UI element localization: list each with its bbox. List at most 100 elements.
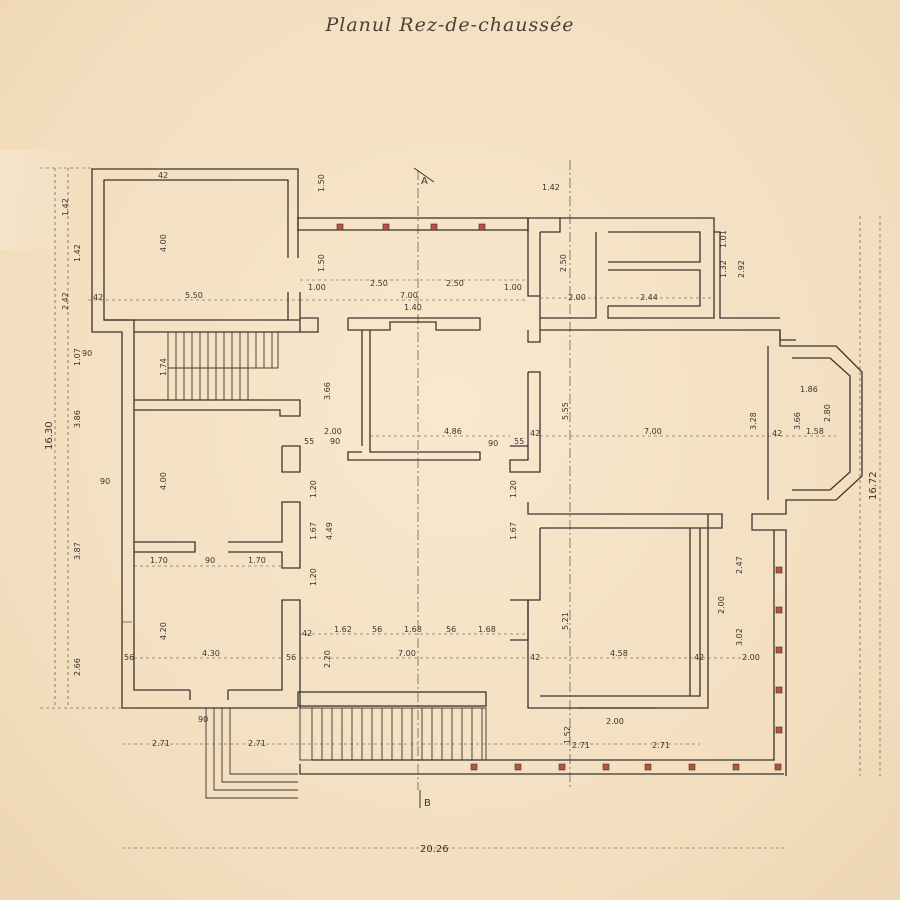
porch-pillar <box>478 223 486 231</box>
wall-service-top <box>528 217 715 319</box>
wall-top-left-inner <box>103 179 289 691</box>
misc-2: 1.50 <box>317 254 326 272</box>
dining-window: 2.00 <box>606 717 624 726</box>
wall-partition-2 <box>134 541 196 553</box>
porch-pillar <box>774 763 782 771</box>
dimension-labels: A B 20.26 16.30 16.72 5.50 4.00 1.74 4.0… <box>44 171 879 855</box>
wall-partition-3 <box>228 501 301 569</box>
bay-inner <box>792 357 851 491</box>
hall-side-a: 2.00 <box>324 427 342 436</box>
dimension-lines <box>40 167 881 849</box>
porch-top-beam <box>297 217 529 231</box>
stairs-front <box>205 707 487 799</box>
service-stairw: 1.42 <box>542 183 560 192</box>
bay-side: 1.86 <box>800 385 818 394</box>
wall-right-frame <box>714 231 780 319</box>
wall-thickness-2: 42 <box>93 293 103 302</box>
right-chain-6: 2.00 <box>717 596 726 614</box>
porch-span: 7.00 <box>400 291 418 300</box>
hall-top-wall <box>300 317 319 333</box>
terrace-block <box>297 691 487 707</box>
top-left-depth: 4.00 <box>159 234 168 252</box>
stair-depth: 1.74 <box>159 358 168 376</box>
wall-salon-bottom <box>527 502 723 697</box>
porch-pillar <box>470 763 478 771</box>
misc-7: 1.67 <box>309 522 318 540</box>
left-chain-7: 2.66 <box>73 658 82 676</box>
section-mark-a: A <box>421 176 428 187</box>
stairs-interior <box>167 331 279 401</box>
wall-partition-4 <box>281 445 301 473</box>
hall-inner <box>347 330 481 461</box>
plan-title: Planul Rez-de-chaussée <box>325 14 575 36</box>
porch-pillar <box>382 223 390 231</box>
hall-niche-left <box>347 318 362 331</box>
right-chain-1: 1.01 <box>719 230 728 248</box>
bottom-chain-3: 2.71 <box>572 741 590 750</box>
left-chain-6: 3.87 <box>73 542 82 560</box>
misc-6: 1.20 <box>509 480 518 498</box>
misc-9: 1.52 <box>563 726 572 744</box>
wall-salon-pier <box>509 371 541 473</box>
left-chain-2: 1.42 <box>73 244 82 262</box>
porch-pillar <box>775 566 783 574</box>
salon-width: 7.00 <box>644 427 662 436</box>
bottom-chain-2: 2.71 <box>248 739 266 748</box>
misc-11: 90 <box>82 349 92 358</box>
wall-thickness-3: 42 <box>530 429 540 438</box>
right-chain-7: 2.80 <box>823 404 832 422</box>
right-chain-3: 2.92 <box>737 260 746 278</box>
bottom-chain-5: 2.00 <box>742 653 760 662</box>
hall-pier-1: 1.62 <box>334 625 352 634</box>
porch-pillar <box>558 763 566 771</box>
overall-left-height: 16.30 <box>44 421 55 450</box>
porch-bay-2: 2.50 <box>446 279 464 288</box>
bottom-chain-1: 2.71 <box>152 739 170 748</box>
hall-front-depth: 2.20 <box>323 650 332 668</box>
porch-pillar <box>775 606 783 614</box>
bottom-chain-4: 2.71 <box>652 741 670 750</box>
mid-left-door-r: 1.70 <box>248 556 266 565</box>
hall-pier-2: 1.68 <box>404 625 422 634</box>
misc-17: 55 <box>304 437 314 446</box>
porch-pillar <box>430 223 438 231</box>
terrace-outer <box>299 764 784 775</box>
bottom-left-depth: 4.20 <box>159 622 168 640</box>
hall-depth-2: 4.49 <box>325 522 334 540</box>
right-chain-5: 3.02 <box>735 628 744 646</box>
misc-16: 1.00 <box>504 283 522 292</box>
misc-13: 90 <box>198 715 208 724</box>
misc-14: 1.40 <box>404 303 422 312</box>
misc-15: 1.00 <box>308 283 326 292</box>
overall-right-height: 16.72 <box>868 471 879 500</box>
wall-service-mid2 <box>608 269 701 307</box>
terrace-inner <box>312 530 775 761</box>
left-chain-5: 3.86 <box>73 410 82 428</box>
hall-pier-3: 1.68 <box>478 625 496 634</box>
section-arrows <box>413 167 435 808</box>
wall-dining-pier <box>510 599 529 641</box>
wall-thickness-5: 42 <box>530 653 540 662</box>
wall-dining-left2 <box>540 528 691 697</box>
wall-thickness-6: 42 <box>694 653 704 662</box>
porch-bay-1: 2.50 <box>370 279 388 288</box>
misc-19: 90 <box>100 477 110 486</box>
porch-pillar <box>775 646 783 654</box>
misc-4: 56 <box>286 653 296 662</box>
hall-pier-gap-2: 56 <box>446 625 456 634</box>
top-left-width: 5.50 <box>185 291 203 300</box>
walls <box>91 168 863 776</box>
wall-service-top2 <box>540 218 561 233</box>
porch-pillar <box>336 223 344 231</box>
right-chain-4: 2.47 <box>735 556 744 574</box>
mid-left-door-l: 1.70 <box>150 556 168 565</box>
dining-depth: 5.21 <box>561 612 570 630</box>
bottom-left-width: 4.30 <box>202 649 220 658</box>
misc-1: 1.50 <box>317 174 326 192</box>
mid-left-door-m: 90 <box>205 556 215 565</box>
salon-depth: 5.55 <box>561 402 570 420</box>
section-mark-b: B <box>424 798 431 809</box>
overall-width: 20.26 <box>420 844 449 855</box>
